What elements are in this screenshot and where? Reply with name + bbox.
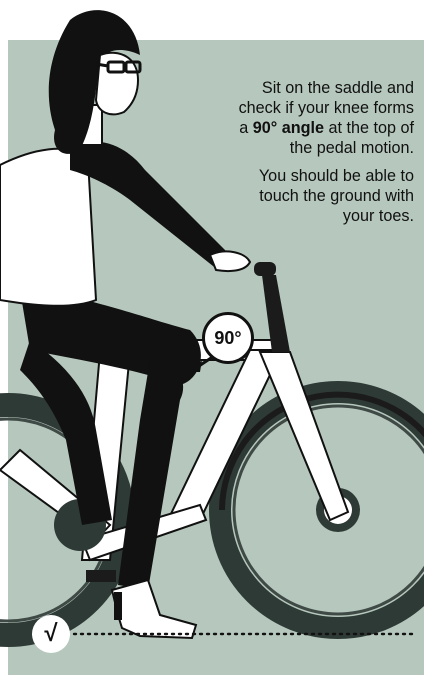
instruction-line: You should be able to xyxy=(259,167,414,185)
instruction-line: Sit on the saddle and xyxy=(262,79,414,97)
pedal xyxy=(86,570,116,582)
instruction-paragraph-1: Sit on the saddle and check if your knee… xyxy=(184,78,414,158)
check-icon: √ xyxy=(32,615,70,653)
instructions-text: Sit on the saddle and check if your knee… xyxy=(184,78,414,234)
instruction-line-prefix: a xyxy=(239,119,253,137)
instruction-line: the pedal motion. xyxy=(290,139,414,157)
front-wheel xyxy=(220,392,424,628)
instruction-paragraph-2: You should be able to touch the ground w… xyxy=(184,166,414,226)
angle-badge-text: 90° xyxy=(214,328,241,349)
instruction-line: your toes. xyxy=(343,207,414,225)
instruction-line: touch the ground with xyxy=(259,187,414,205)
instruction-line: check if your knee forms xyxy=(239,99,414,117)
instruction-line-suffix: at the top of xyxy=(324,119,414,137)
instruction-bold-angle: 90° angle xyxy=(253,119,324,137)
boot-heel xyxy=(114,592,122,620)
boot xyxy=(112,580,196,638)
angle-badge: 90° xyxy=(202,312,254,364)
hand xyxy=(210,251,250,271)
handlebar xyxy=(254,262,290,352)
check-badge-text: √ xyxy=(44,620,57,648)
